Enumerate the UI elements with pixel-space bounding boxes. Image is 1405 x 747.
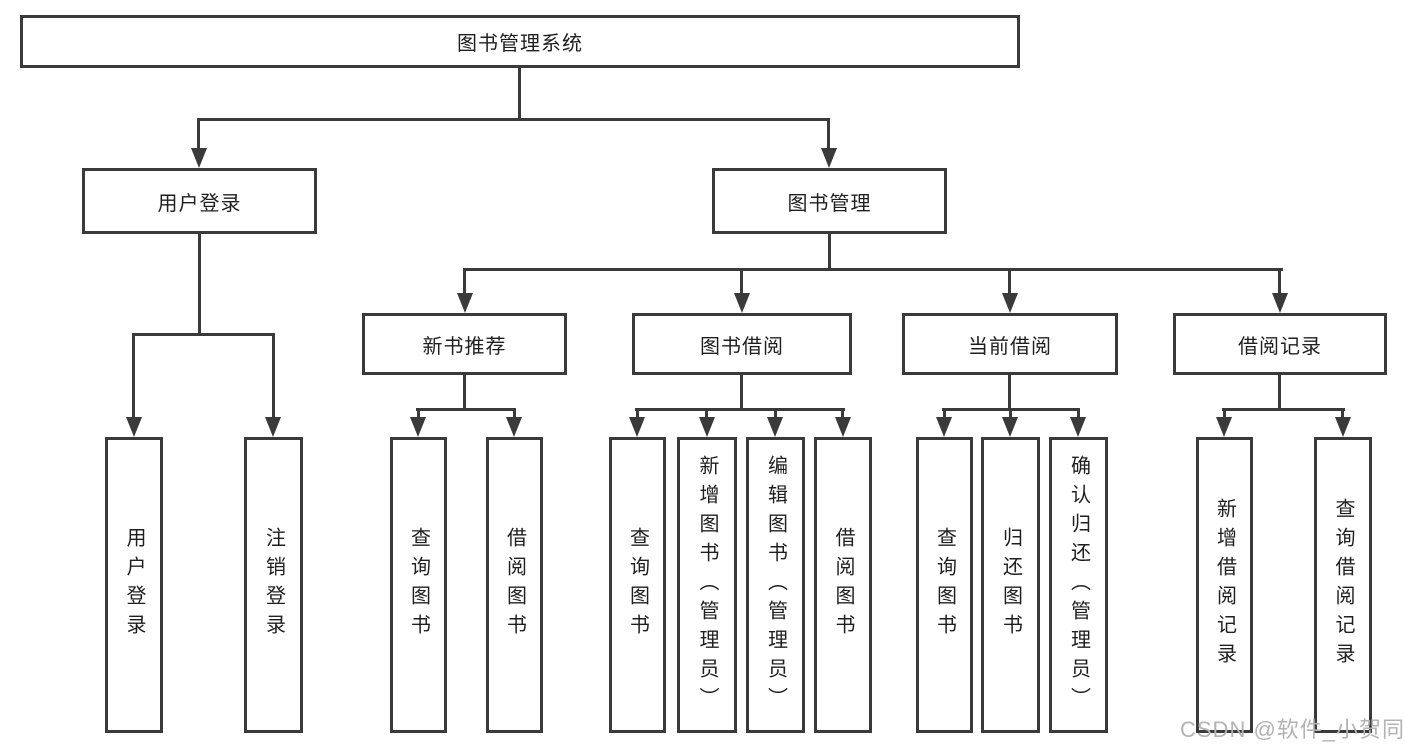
connector-line xyxy=(841,408,844,421)
arrowhead-icon xyxy=(457,293,473,313)
connector-line xyxy=(1008,375,1011,411)
arrowhead-icon xyxy=(821,148,837,168)
arrowhead-icon xyxy=(1335,417,1351,437)
arrowhead-icon xyxy=(265,417,281,437)
connector-line xyxy=(943,408,946,421)
connector-line xyxy=(272,333,275,421)
connector-line xyxy=(1008,268,1011,297)
arrowhead-icon xyxy=(1002,293,1018,313)
connector-line xyxy=(1278,268,1281,297)
connector-line xyxy=(132,333,135,421)
connector-line xyxy=(417,408,420,421)
watermark-text: CSDN @软件_小贺同学 xyxy=(1180,717,1405,742)
node-query-books-borrow: 查询图书 xyxy=(609,437,666,733)
connector-line xyxy=(132,333,275,336)
arrowhead-icon xyxy=(1272,293,1288,313)
node-root: 图书管理系统 xyxy=(20,15,1020,68)
connector-line xyxy=(513,408,516,421)
node-query-books-recommend: 查询图书 xyxy=(390,437,447,733)
node-query-books-current: 查询图书 xyxy=(916,437,973,733)
connector-line xyxy=(705,408,708,421)
connector-line xyxy=(740,375,743,411)
connector-line xyxy=(636,408,639,421)
node-add-books-admin: 新增图书（管理员） xyxy=(677,437,737,733)
connector-line xyxy=(518,68,521,118)
arrowhead-icon xyxy=(767,417,783,437)
connector-line xyxy=(197,118,830,121)
arrowhead-icon xyxy=(734,293,750,313)
connector-line xyxy=(774,408,777,421)
arrowhead-icon xyxy=(629,417,645,437)
node-query-borrow-record: 查询借阅记录 xyxy=(1314,437,1372,733)
connector-line xyxy=(1077,408,1080,421)
connector-line xyxy=(463,268,466,297)
arrowhead-icon xyxy=(1002,417,1018,437)
connector-line xyxy=(635,408,845,411)
connector-line xyxy=(1222,408,1345,411)
arrowhead-icon xyxy=(1070,417,1086,437)
arrowhead-icon xyxy=(126,417,142,437)
arrowhead-icon xyxy=(410,417,426,437)
connector-line xyxy=(463,375,466,411)
node-current-borrow: 当前借阅 xyxy=(902,313,1118,375)
arrowhead-icon xyxy=(1216,417,1232,437)
connector-line xyxy=(463,268,1283,271)
node-return-books: 归还图书 xyxy=(981,437,1040,733)
node-new-book-recommend: 新书推荐 xyxy=(362,313,567,375)
connector-line xyxy=(827,118,830,152)
node-user-login: 用户登录 xyxy=(82,168,317,234)
arrowhead-icon xyxy=(699,417,715,437)
node-edit-books-admin: 编辑图书（管理员） xyxy=(746,437,805,733)
node-borrow-books: 借阅图书 xyxy=(814,437,872,733)
connector-line xyxy=(416,408,516,411)
arrowhead-icon xyxy=(835,417,851,437)
node-add-borrow-record: 新增借阅记录 xyxy=(1196,437,1253,733)
connector-line xyxy=(1009,408,1012,421)
arrowhead-icon xyxy=(191,148,207,168)
node-borrow-books-recommend: 借阅图书 xyxy=(486,437,543,733)
node-confirm-return-admin: 确认归还（管理员） xyxy=(1049,437,1108,733)
connector-line xyxy=(1341,408,1344,421)
connector-line xyxy=(1223,408,1226,421)
node-book-borrow: 图书借阅 xyxy=(632,313,852,375)
arrowhead-icon xyxy=(936,417,952,437)
node-logout-action: 注销登录 xyxy=(244,437,303,733)
connector-line xyxy=(1278,375,1281,411)
connector-line xyxy=(197,118,200,152)
connector-line xyxy=(828,234,831,271)
connector-line xyxy=(740,268,743,297)
node-book-management: 图书管理 xyxy=(712,168,947,234)
connector-line xyxy=(198,234,201,336)
node-borrow-records: 借阅记录 xyxy=(1173,313,1387,375)
arrowhead-icon xyxy=(506,417,522,437)
node-user-login-action: 用户登录 xyxy=(105,437,163,733)
